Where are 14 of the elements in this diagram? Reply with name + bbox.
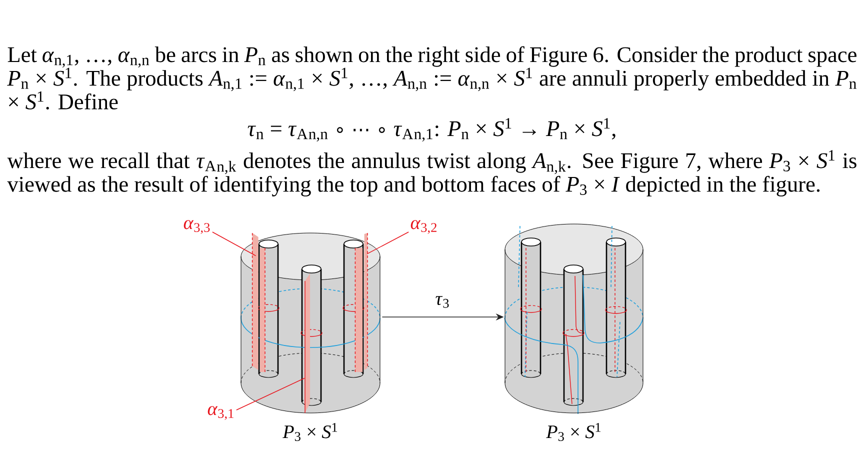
shaded-strip xyxy=(354,232,368,372)
paragraph: Let α$_{n,1}$, …, α$_{n,n}$ be arcs in P$_{n}$ as shown on the right side of Figure 6. Consider the product space P$_{n}$ × S$^{1}$. The products A$_{n,1}$ := α$_{n,1}$ × S$^{1}$, …, A$_{n,n}$ := α$_{n,n}$ × S$^{1}$ are annuli properly embedded in P$_{n}$ × S$^{1}$. Define xyxy=(7,46,856,110)
shaded-strip xyxy=(304,274,310,414)
paragraph: where we recall that τ$_{An,k}$ denotes the annulus twist along A$_{n,k}$. See Figure 7, where P$_{3}$ × S$^{1}$ is viewed as the result of identifying the top and bottom faces of P$_{3}$ × I depicted in the figure. xyxy=(7,150,856,196)
shaded-strip xyxy=(252,232,266,372)
edge-label: τ$_{3}$ xyxy=(434,295,451,309)
math-label: α$_{3,1}$ xyxy=(208,406,234,420)
figure-caption: P$_{3}$ × S$^{1}$ xyxy=(282,422,338,441)
leader-line xyxy=(212,232,256,256)
math-label: α$_{3,3}$ xyxy=(184,220,210,234)
leader-line xyxy=(366,232,409,254)
leader-line xyxy=(236,378,305,410)
math-label: α$_{3,2}$ xyxy=(410,220,436,234)
figure-caption: P$_{3}$ × S$^{1}$ xyxy=(546,422,600,441)
